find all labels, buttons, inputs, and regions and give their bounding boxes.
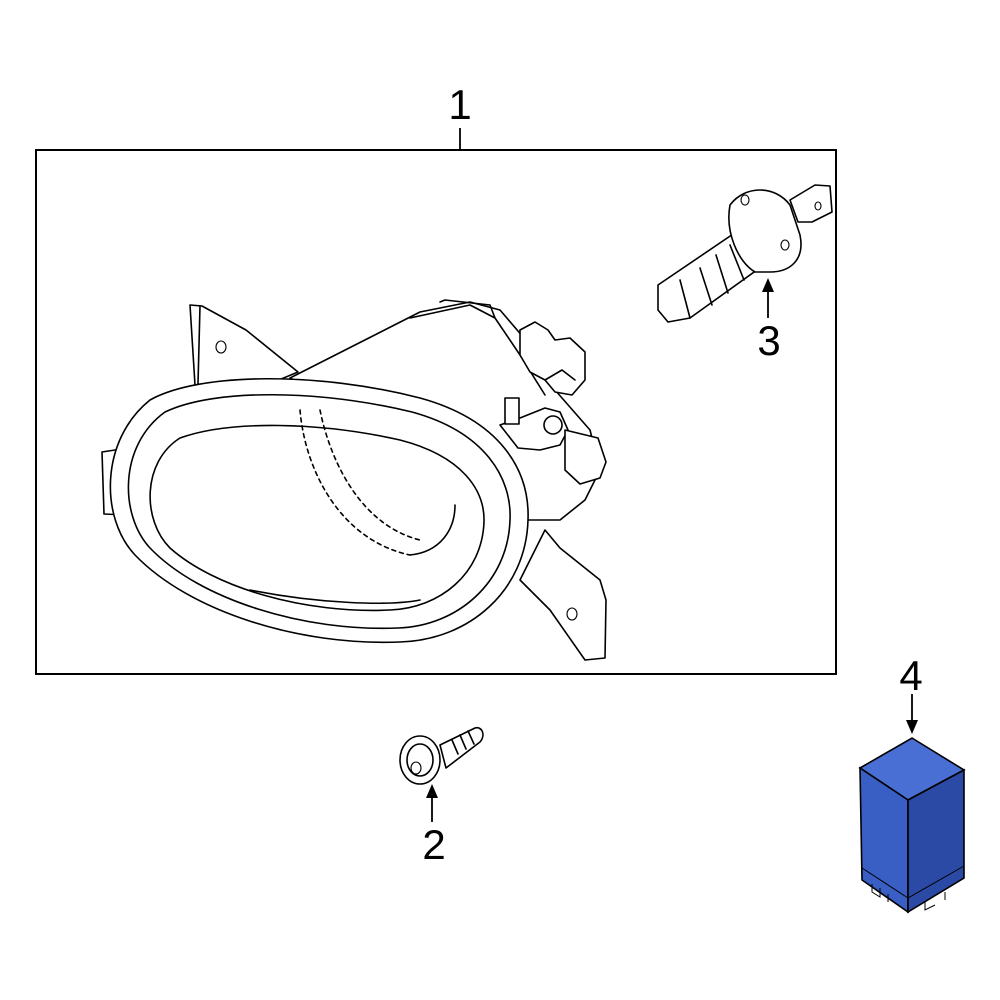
fog-lamp-bulb[interactable] <box>657 184 833 323</box>
fog-lamp-assembly-frame <box>35 149 837 675</box>
callout-2-leader <box>426 784 438 822</box>
callout-label-4: 4 <box>899 652 923 699</box>
callout-label-2: 2 <box>422 821 446 868</box>
callout-label-3: 3 <box>757 317 781 364</box>
callout-4-leader <box>906 694 918 734</box>
fog-lamp-relay[interactable] <box>858 737 966 914</box>
mounting-bolt[interactable] <box>399 726 484 785</box>
callout-label-1: 1 <box>448 81 472 128</box>
callout-3-leader <box>762 278 774 318</box>
fog-lamp-assembly[interactable] <box>101 299 607 661</box>
